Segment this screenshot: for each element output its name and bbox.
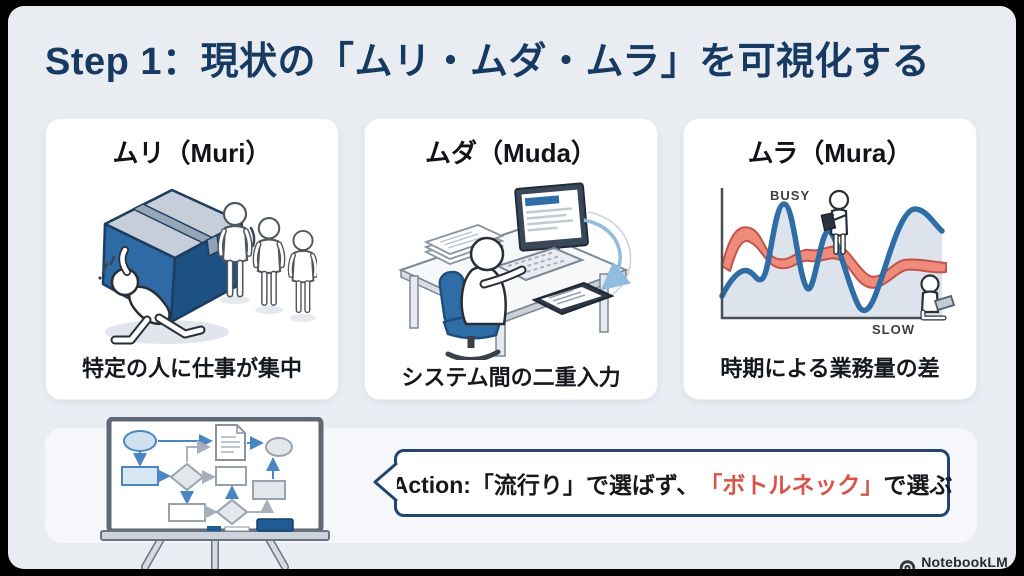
laptop-icon <box>933 294 956 311</box>
red-wave-ribbon <box>721 225 947 289</box>
card-mura: ムラ（Mura） BUSY SLOW <box>683 118 977 400</box>
card-muri-caption: 特定の人に仕事が集中 <box>81 356 302 381</box>
marker-icon <box>224 526 250 532</box>
whiteboard-flowchart-icon <box>100 417 330 569</box>
typing-person-icon <box>460 236 527 326</box>
blue-wave-area <box>722 203 942 318</box>
whiteboard-tray <box>100 530 330 541</box>
overloaded-person-icon <box>98 245 206 344</box>
action-text: Action:「流行り」で選ばず、「ボトルネック」で選ぶ <box>391 449 953 517</box>
cards-row: ムリ（Muri） <box>45 118 977 400</box>
card-mura-illustration: BUSY SLOW <box>684 170 976 351</box>
action-text-prefix: Action:「流行り」で選ばず、 <box>391 472 700 498</box>
tablet-icon <box>531 281 615 316</box>
card-muda-caption: システム間の二重入力 <box>401 365 621 390</box>
busy-label: BUSY <box>770 188 810 203</box>
flow-step-box <box>168 503 206 522</box>
chart-axes <box>720 187 946 319</box>
heavy-box-carrier-icon <box>98 188 317 344</box>
card-mura-title: ムラ（Mura） <box>747 138 913 168</box>
flow-step-box <box>252 480 286 500</box>
action-bubble: Action:「流行り」で選ばず、「ボトルネック」で選ぶ <box>372 449 953 517</box>
action-text-highlight: 「ボトルネック」 <box>699 472 884 498</box>
action-text-suffix: で選ぶ <box>883 472 953 498</box>
marker-icon <box>207 526 221 531</box>
flow-step-box <box>215 466 247 486</box>
flow-decision-diamond <box>169 462 205 492</box>
slow-label: SLOW <box>872 322 915 337</box>
eraser-icon <box>256 518 294 532</box>
blue-wave-line <box>719 200 945 313</box>
workload-wave-chart-icon: BUSY SLOW <box>719 187 956 337</box>
notebooklm-icon <box>900 559 916 569</box>
flow-start-oval <box>123 430 157 452</box>
desk-worker-double-entry-icon <box>398 182 632 360</box>
flow-end-oval <box>265 437 293 457</box>
card-muri-title: ムリ（Muri） <box>112 138 272 168</box>
flow-decision-diamond <box>215 498 249 526</box>
onlooker-person-icon <box>287 229 317 313</box>
card-muri: ムリ（Muri） <box>45 118 339 400</box>
onlooker-person-icon <box>217 201 253 297</box>
card-muda-illustration <box>365 170 657 360</box>
card-muda-title: ムダ（Muda） <box>425 138 597 168</box>
brand: NotebookLM <box>899 554 1008 570</box>
standing-analyst-icon <box>820 189 850 255</box>
card-muda: ムダ（Muda） <box>364 118 658 400</box>
copy-arrow-icon <box>583 218 632 291</box>
sitting-person-laptop-icon <box>920 273 956 320</box>
slide-title: Step 1：現状の「ムリ・ムダ・ムラ」を可視化する <box>45 41 931 83</box>
card-muri-illustration <box>46 170 338 351</box>
onlooker-person-icon <box>252 216 286 306</box>
card-mura-caption: 時期による業務量の差 <box>720 356 940 381</box>
bubble-tail-icon <box>373 462 398 502</box>
brand-name: NotebookLM <box>921 554 1008 570</box>
flow-step-box <box>121 466 159 486</box>
